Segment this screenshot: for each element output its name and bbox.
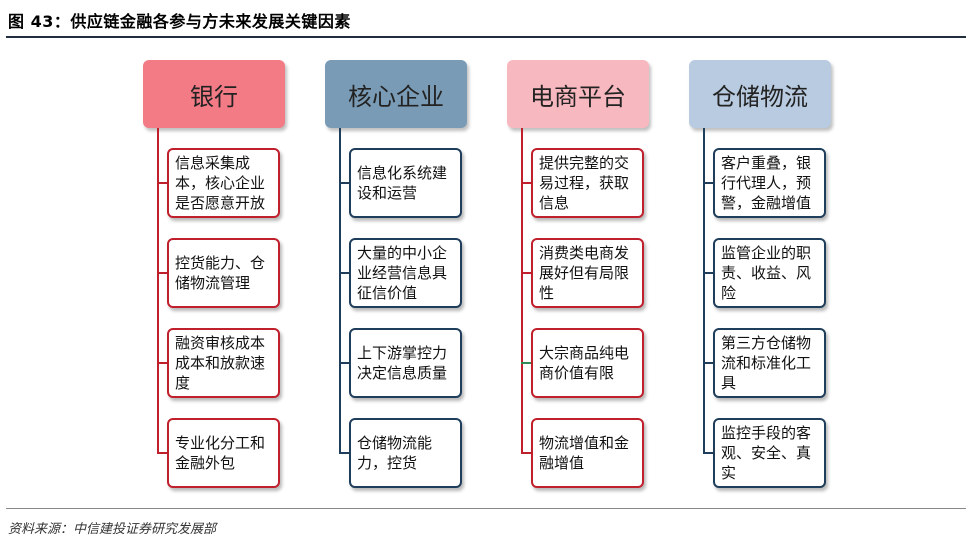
branch-connector: [157, 272, 167, 274]
branch-connector: [703, 182, 713, 184]
factor-text: 监管企业的职责、收益、风险: [721, 244, 812, 302]
source-divider: [6, 508, 966, 509]
branch-connector: [157, 452, 167, 454]
column-header: 仓储物流: [689, 60, 831, 128]
branch-connector: [521, 272, 531, 274]
factor-text: 信息采集成本，核心企业是否愿意开放: [175, 154, 266, 212]
title-divider: [6, 36, 966, 38]
factor-box: 大宗商品纯电商价值有限: [531, 328, 644, 398]
factor-text: 上下游掌控力决定信息质量: [357, 344, 448, 382]
factor-box: 监管企业的职责、收益、风险: [713, 238, 826, 308]
factor-text: 信息化系统建设和运营: [357, 164, 448, 202]
branch-connector: [703, 452, 713, 454]
factor-text: 控货能力、仓储物流管理: [175, 254, 266, 292]
branch-connector: [157, 182, 167, 184]
factor-box: 大量的中小企业经营信息具征信价值: [349, 238, 462, 308]
factor-text: 融资审核成本成本和放款速度: [175, 334, 266, 392]
factor-text: 物流增值和金融增值: [539, 434, 630, 472]
factor-box: 物流增值和金融增值: [531, 418, 644, 488]
factor-text: 监控手段的客观、安全、真实: [721, 424, 812, 482]
source-note: 资料来源：中信建投证券研究发展部: [8, 522, 217, 537]
vertical-connector: [703, 128, 705, 453]
branch-connector: [339, 362, 349, 364]
factor-text: 大量的中小企业经营信息具征信价值: [357, 244, 448, 302]
column-header: 银行: [143, 60, 285, 128]
branch-connector: [521, 362, 531, 364]
vertical-connector: [339, 128, 341, 453]
factor-text: 消费类电商发展好但有局限性: [539, 244, 630, 302]
branch-connector: [521, 452, 531, 454]
factor-box: 专业化分工和金融外包: [167, 418, 280, 488]
factor-text: 提供完整的交易过程，获取信息: [539, 154, 630, 212]
factor-box: 客户重叠，银行代理人，预警，金融增值: [713, 148, 826, 218]
branch-connector: [339, 182, 349, 184]
factor-box: 信息采集成本，核心企业是否愿意开放: [167, 148, 280, 218]
factor-box: 提供完整的交易过程，获取信息: [531, 148, 644, 218]
factor-text: 客户重叠，银行代理人，预警，金融增值: [721, 154, 812, 212]
branch-connector: [339, 272, 349, 274]
branch-connector: [703, 362, 713, 364]
branch-connector: [521, 182, 531, 184]
factor-text: 仓储物流能力，控货: [357, 434, 433, 472]
factor-box: 仓储物流能力，控货: [349, 418, 462, 488]
factor-box: 控货能力、仓储物流管理: [167, 238, 280, 308]
factor-text: 第三方仓储物流和标准化工具: [721, 334, 812, 392]
factor-box: 上下游掌控力决定信息质量: [349, 328, 462, 398]
factor-box: 第三方仓储物流和标准化工具: [713, 328, 826, 398]
branch-connector: [703, 272, 713, 274]
column-header: 电商平台: [507, 60, 649, 128]
factor-box: 融资审核成本成本和放款速度: [167, 328, 280, 398]
branch-connector: [339, 452, 349, 454]
vertical-connector: [521, 128, 523, 453]
column-header: 核心企业: [325, 60, 467, 128]
factor-box: 消费类电商发展好但有局限性: [531, 238, 644, 308]
branch-connector: [157, 362, 167, 364]
factor-text: 专业化分工和金融外包: [175, 434, 266, 472]
factor-text: 大宗商品纯电商价值有限: [539, 344, 630, 382]
factor-box: 监控手段的客观、安全、真实: [713, 418, 826, 488]
factor-box: 信息化系统建设和运营: [349, 148, 462, 218]
figure-title: 图 43：供应链金融各参与方未来发展关键因素: [8, 12, 351, 31]
vertical-connector: [157, 128, 159, 453]
